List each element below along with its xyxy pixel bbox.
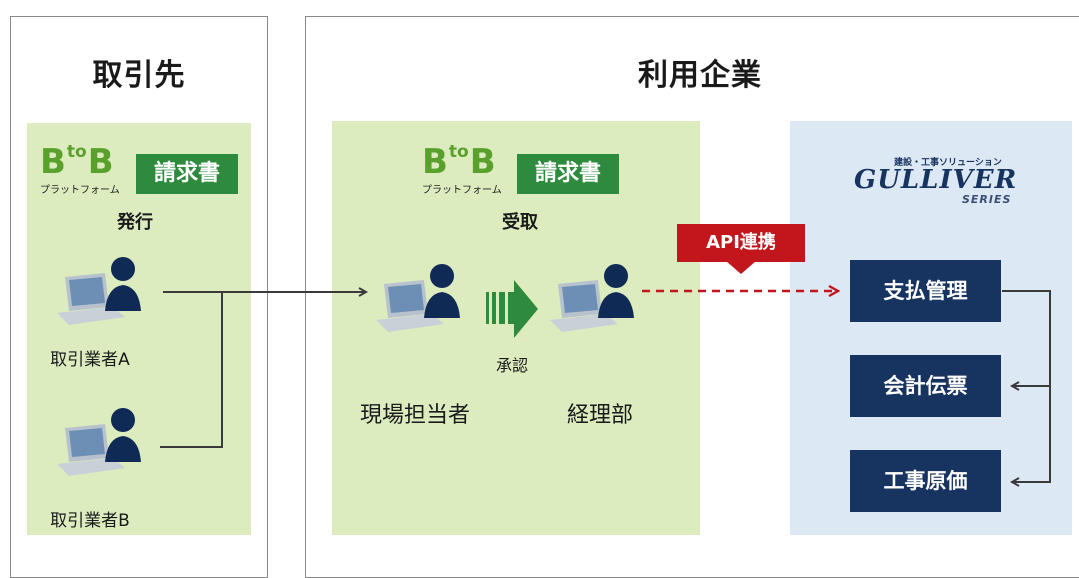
vendor-b-label: 取引業者B — [50, 511, 130, 531]
vendor-to-onsite-arrow — [160, 292, 366, 448]
approval-label: 承認 — [495, 356, 528, 375]
api-badge-pointer — [726, 261, 756, 274]
user-company-panel-title: 利用企業 — [638, 58, 762, 93]
laptop-user-icon — [376, 264, 460, 332]
btob-logo-to: to — [66, 142, 87, 162]
module-payment-management: 支払管理 — [850, 260, 1001, 322]
approval-arrow-icon — [486, 280, 538, 338]
module-accounting-slip: 会計伝票 — [850, 355, 1001, 417]
btob-logo-b2: B — [87, 142, 114, 182]
vendor-panel-title: 取引先 — [92, 58, 186, 93]
module-flow-bracket — [1002, 290, 1051, 482]
laptop-user-icon — [57, 257, 141, 325]
gulliver-tagline: 建設・工事ソリューション — [894, 158, 1002, 168]
btob-logo-b1: B — [40, 142, 66, 182]
vendor-a-label: 取引業者A — [50, 350, 130, 370]
receive-label: 受取 — [502, 212, 538, 233]
flow-connectors — [160, 0, 1051, 559]
invoice-badge: 請求書 — [517, 154, 619, 194]
btob-logo-b1: B — [422, 142, 448, 182]
btob-logo-b2: B — [469, 142, 496, 182]
gulliver-name: GULLIVER — [854, 165, 1018, 195]
gulliver-logo: 建設・工事ソリューション GULLIVER SERIES — [852, 155, 1032, 211]
btob-logo: B to B プラットフォーム — [40, 142, 134, 196]
module-construction-cost: 工事原価 — [850, 450, 1001, 512]
laptop-user-icon — [550, 264, 634, 332]
api-integration-badge: API連携 — [677, 224, 805, 262]
invoice-badge: 請求書 — [136, 154, 238, 194]
onsite-staff-label: 現場担当者 — [359, 403, 470, 428]
btob-logo-sub: プラットフォーム — [40, 185, 120, 196]
accounting-label: 経理部 — [566, 403, 633, 428]
btob-logo-to: to — [448, 142, 469, 162]
issue-label: 発行 — [117, 212, 153, 233]
btob-logo: B to B プラットフォーム — [422, 142, 516, 196]
btob-logo-sub: プラットフォーム — [422, 185, 502, 196]
laptop-user-icon — [57, 408, 141, 476]
gulliver-series: SERIES — [962, 193, 1012, 206]
